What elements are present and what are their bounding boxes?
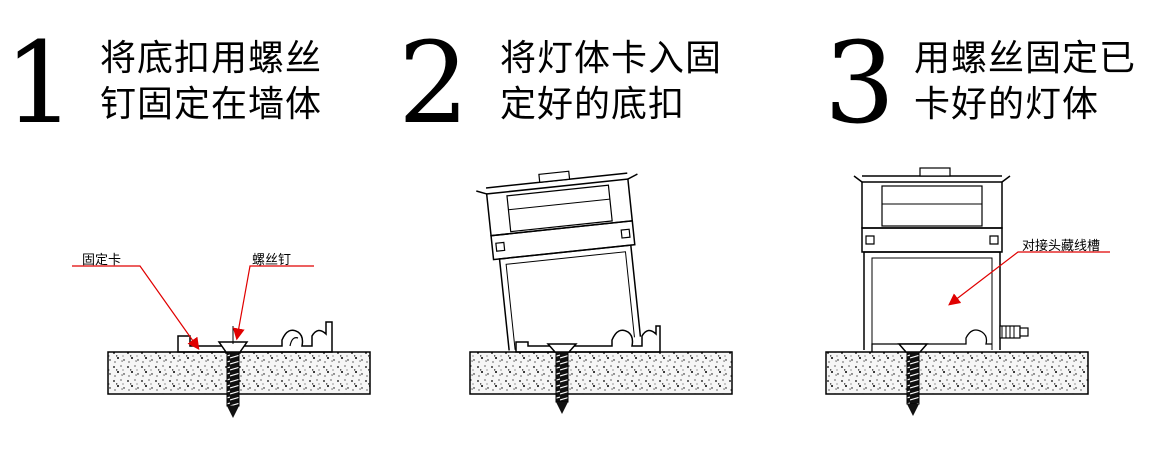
step-3-line-1: 用螺丝固定已 bbox=[914, 38, 1137, 79]
leader-screw bbox=[232, 265, 314, 341]
wall-block-3 bbox=[825, 351, 1089, 395]
lamp-body-tilted bbox=[476, 170, 642, 351]
step-1-line-1: 将底扣用螺丝 bbox=[100, 38, 323, 79]
step-3-drawing bbox=[825, 167, 1110, 416]
step-2-line-2: 定好的底扣 bbox=[500, 84, 686, 125]
wall-block-2 bbox=[469, 351, 733, 395]
screw-3 bbox=[897, 343, 929, 416]
step-1-number: 1 bbox=[4, 19, 76, 149]
step-2-instruction: 将灯体卡入固 定好的底扣 bbox=[500, 36, 722, 128]
lamp-body-installed bbox=[853, 167, 1011, 352]
leader-wire-slot bbox=[948, 251, 1110, 306]
connector-plug bbox=[999, 325, 1029, 339]
step-3-instruction: 用螺丝固定已 卡好的灯体 bbox=[914, 36, 1136, 128]
callout-clip-label: 固定卡 bbox=[82, 253, 122, 268]
step-1-line-2: 钉固定在墙体 bbox=[100, 84, 323, 125]
callout-screw-label: 螺丝钉 bbox=[252, 253, 292, 268]
screw-2 bbox=[546, 343, 578, 414]
leader-clip bbox=[72, 265, 200, 350]
screw-1 bbox=[217, 326, 249, 418]
step-3-line-2: 卡好的灯体 bbox=[914, 84, 1100, 125]
base-clip-1 bbox=[177, 321, 333, 353]
step-2-number: 2 bbox=[398, 19, 470, 149]
callout-wire-slot-label: 对接头藏线槽 bbox=[1022, 239, 1101, 254]
step-2-drawing bbox=[469, 170, 733, 414]
step-1-drawing bbox=[72, 265, 371, 418]
step-2-line-1: 将灯体卡入固 bbox=[500, 38, 723, 79]
step-3-number: 3 bbox=[824, 19, 896, 149]
base-clip-2 bbox=[515, 325, 661, 353]
step-1-instruction: 将底扣用螺丝 钉固定在墙体 bbox=[100, 36, 322, 128]
